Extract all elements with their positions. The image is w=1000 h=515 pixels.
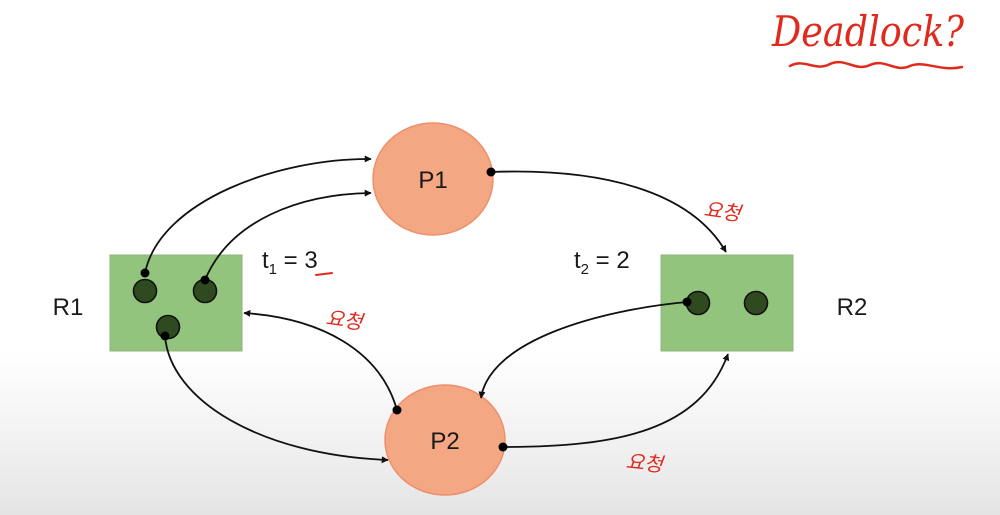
edge-r1-to-p2 [164,335,389,464]
edge-r1-to-p1-inner [204,189,372,281]
deadlock-heading: Deadlock? [771,7,964,56]
annotation-request-p2-r2: 요청 [625,449,667,477]
anchor-dot [682,297,692,307]
anchor-dot [486,167,496,177]
anchor-dot [200,275,210,285]
edge-p2-to-r1 [243,309,398,411]
edge-p1-to-r2 [490,170,727,253]
anchor-dot [140,268,150,278]
resource-r1-label: R1 [53,294,84,321]
annotation-request-p2-r1: 요청 [324,305,366,334]
t1-value-underline [315,272,333,276]
edge-r2-to-p2 [478,301,688,399]
t1-label: t1 = 3 [262,247,318,278]
t2-label: t2 = 2 [574,247,630,278]
anchor-dot [160,331,170,341]
deadlock-underline-squiggle [788,60,964,70]
process-p2-label: P2 [430,428,459,455]
anchor-dot [392,405,402,415]
resource-r1-box [109,254,243,352]
resource-r2-label: R2 [837,294,868,321]
r2-instance-2 [743,290,769,316]
process-p1-label: P1 [418,167,447,194]
r1-instance-1 [132,278,158,304]
process-p2-node [384,384,506,496]
anchor-dot [498,442,508,452]
edge-r1-to-p1-outer [144,155,372,274]
annotation-request-p1-r2: 요청 [702,197,744,226]
edge-p2-to-r2 [502,353,730,448]
process-p1-node [372,122,494,236]
